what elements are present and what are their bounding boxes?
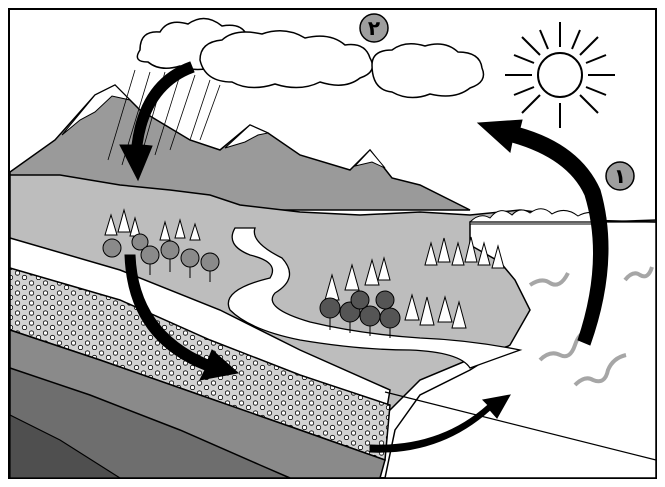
marker-precipitation-label: ٢ <box>368 16 380 40</box>
marker-evaporation: ١ <box>606 162 634 190</box>
marker-precipitation: ٢ <box>360 14 388 42</box>
marker-evaporation-label: ١ <box>614 164 626 188</box>
sun-icon <box>505 22 615 128</box>
